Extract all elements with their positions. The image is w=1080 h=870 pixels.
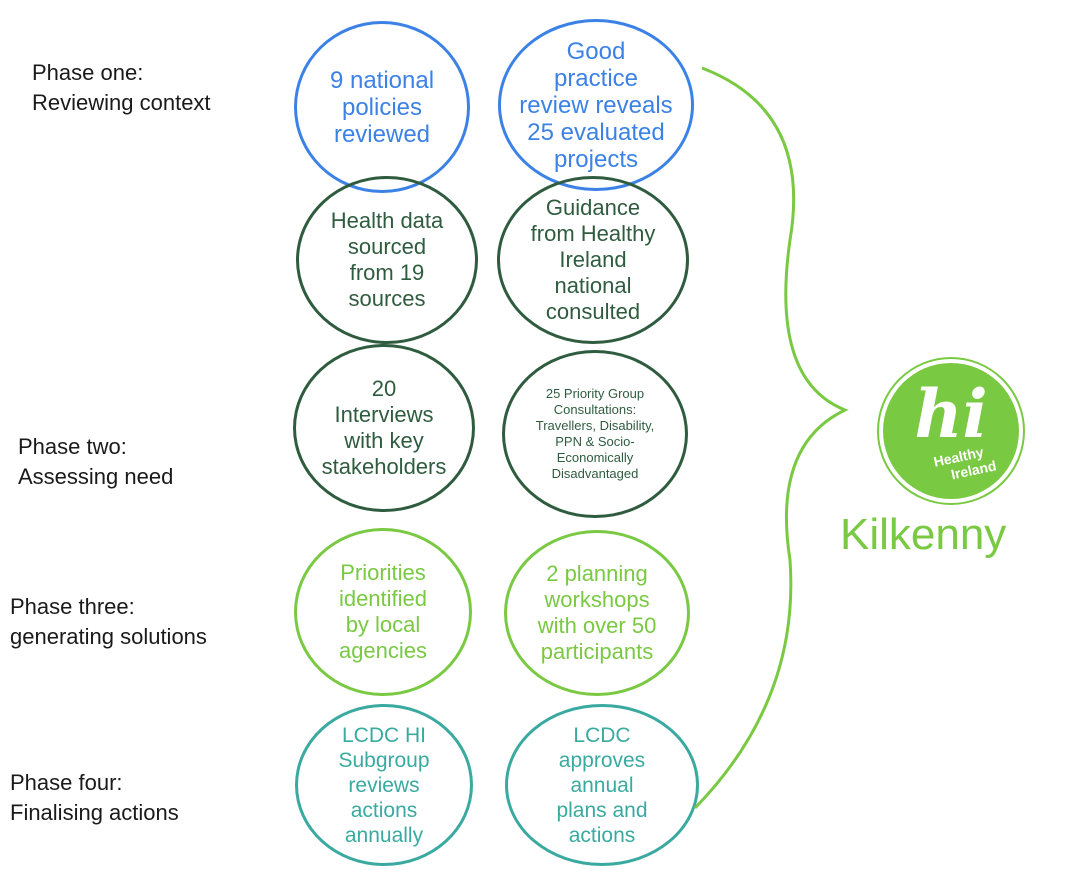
circle-priorities-identified: Priorities identified by local agencies [294, 528, 472, 696]
phase-two-label: Phase two: Assessing need [18, 434, 174, 489]
circle-interviews: 20 Interviews with key stakeholders [293, 344, 475, 512]
phase-four-label: Phase four: Finalising actions [10, 770, 179, 825]
circle-lcdc-subgroup: LCDC HI Subgroup reviews actions annuall… [295, 704, 473, 866]
circle-good-practice-review: Good practice review reveals 25 evaluate… [498, 19, 694, 191]
circle-priority-group-consultations: 25 Priority Group Consultations: Travell… [502, 350, 688, 518]
circle-healthy-ireland-guidance: Guidance from Healthy Ireland national c… [497, 176, 689, 344]
circle-national-policies: 9 national policies reviewed [294, 21, 470, 193]
circle-health-data: Health data sourced from 19 sources [296, 176, 478, 344]
circle-lcdc-approves: LCDC approves annual plans and actions [505, 704, 699, 866]
phase-one-label: Phase one: Reviewing context [32, 60, 211, 115]
phase-three-label: Phase three: generating solutions [10, 594, 207, 649]
healthy-ireland-logo: hi Healthy Ireland [876, 356, 1026, 506]
place-name: Kilkenny [840, 510, 1007, 559]
logo-mark: hi [914, 375, 987, 453]
circle-planning-workshops: 2 planning workshops with over 50 partic… [504, 530, 690, 696]
